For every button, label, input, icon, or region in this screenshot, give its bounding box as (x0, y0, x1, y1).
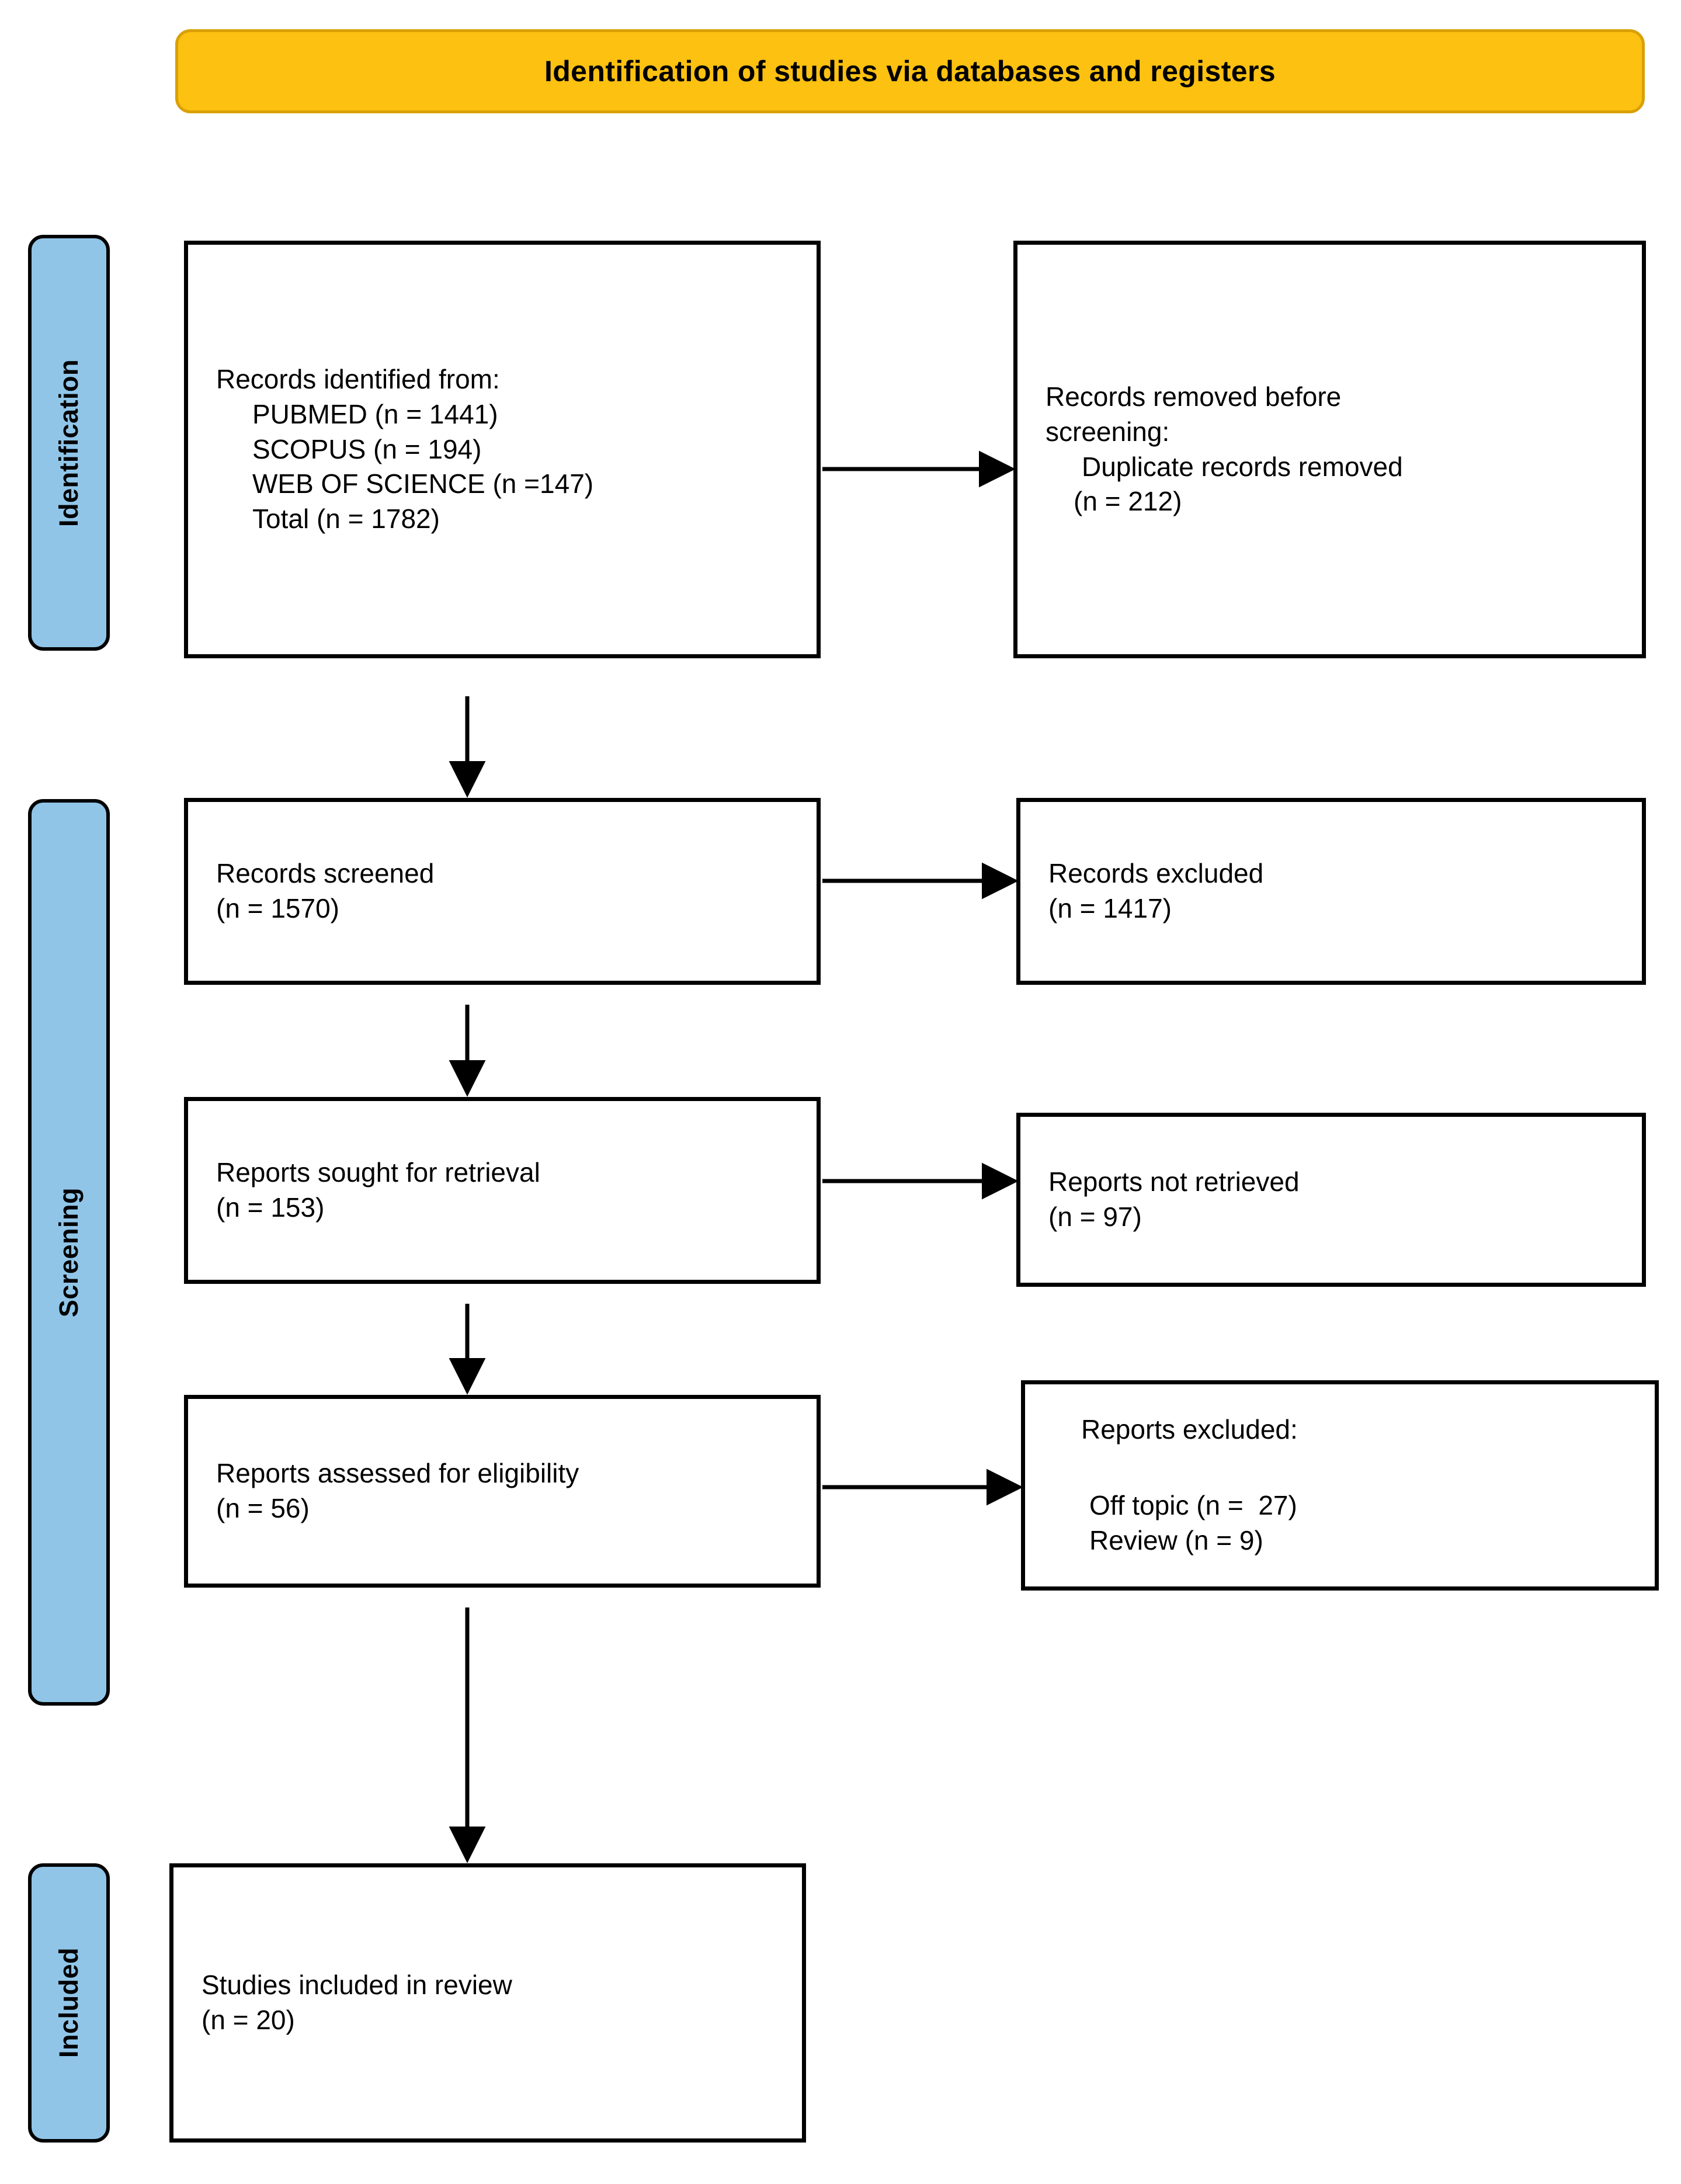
records-removed-heading-line1: Records removed before (1046, 380, 1630, 415)
stage-label-screening: Screening (28, 799, 110, 1706)
box-records-identified: Records identified from: PUBMED (n = 144… (184, 241, 821, 658)
studies-included-label: Studies included in review (202, 1970, 512, 2001)
reports-excluded-heading: Reports excluded: (1081, 1414, 1298, 1445)
reports-excluded-off-topic: Off topic (n = 27) (1089, 1490, 1297, 1521)
box-records-screened: Records screened (n = 1570) (184, 798, 821, 985)
records-identified-pubmed: PUBMED (n = 1441) (252, 398, 498, 429)
stage-label-included-text: Included (54, 1947, 84, 2058)
box-reports-assessed: Reports assessed for eligibility (n = 56… (184, 1395, 821, 1588)
box-reports-sought: Reports sought for retrieval (n = 153) (184, 1097, 821, 1284)
records-removed-heading-italic-before: before (1265, 381, 1342, 412)
reports-assessed-label: Reports assessed for eligibility (216, 1458, 579, 1489)
studies-included-count: (n = 20) (202, 2005, 295, 2035)
reports-sought-count: (n = 153) (216, 1192, 325, 1223)
records-screened-count: (n = 1570) (216, 893, 339, 923)
records-excluded-count: (n = 1417) (1048, 893, 1172, 923)
reports-excluded-review: Review (n = 9) (1089, 1525, 1263, 1555)
records-excluded-label: Records excluded (1048, 858, 1264, 889)
stage-label-identification-text: Identification (54, 359, 84, 527)
stage-label-included: Included (28, 1863, 110, 2143)
records-identified-scopus: SCOPUS (n = 194) (252, 433, 482, 464)
reports-not-retrieved-count: (n = 97) (1048, 1202, 1142, 1232)
records-identified-total: Total (n = 1782) (252, 504, 440, 534)
records-screened-label: Records screened (216, 858, 435, 889)
records-identified-wos: WEB OF SCIENCE (n =147) (252, 468, 594, 499)
records-identified-heading: Records identified from: (216, 364, 500, 394)
records-removed-heading-text: Records removed (1046, 381, 1265, 412)
records-removed-count: (n = 212) (1074, 486, 1182, 517)
box-reports-excluded-reasons: Reports excluded: Off topic (n = 27) Rev… (1021, 1380, 1659, 1591)
reports-sought-label: Reports sought for retrieval (216, 1157, 540, 1188)
reports-not-retrieved-label: Reports not retrieved (1048, 1166, 1300, 1197)
diagram-header-banner: Identification of studies via databases … (175, 29, 1645, 113)
records-removed-heading-italic-screening: screening (1046, 416, 1162, 447)
stage-label-screening-text: Screening (54, 1187, 84, 1318)
stage-label-identification: Identification (28, 235, 110, 651)
reports-excluded-spacer (1053, 1447, 1643, 1488)
box-reports-not-retrieved: Reports not retrieved (n = 97) (1016, 1113, 1646, 1287)
page-title: Identification of studies via databases … (544, 55, 1276, 88)
records-removed-heading-colon: : (1162, 416, 1170, 447)
records-removed-heading-line2: screening: (1046, 415, 1630, 450)
records-removed-duplicates: Duplicate records removed (1082, 451, 1403, 482)
reports-assessed-count: (n = 56) (216, 1493, 310, 1523)
box-records-removed: Records removed before screening: Duplic… (1013, 241, 1646, 658)
box-studies-included: Studies included in review (n = 20) (169, 1863, 806, 2143)
box-records-excluded: Records excluded (n = 1417) (1016, 798, 1646, 985)
